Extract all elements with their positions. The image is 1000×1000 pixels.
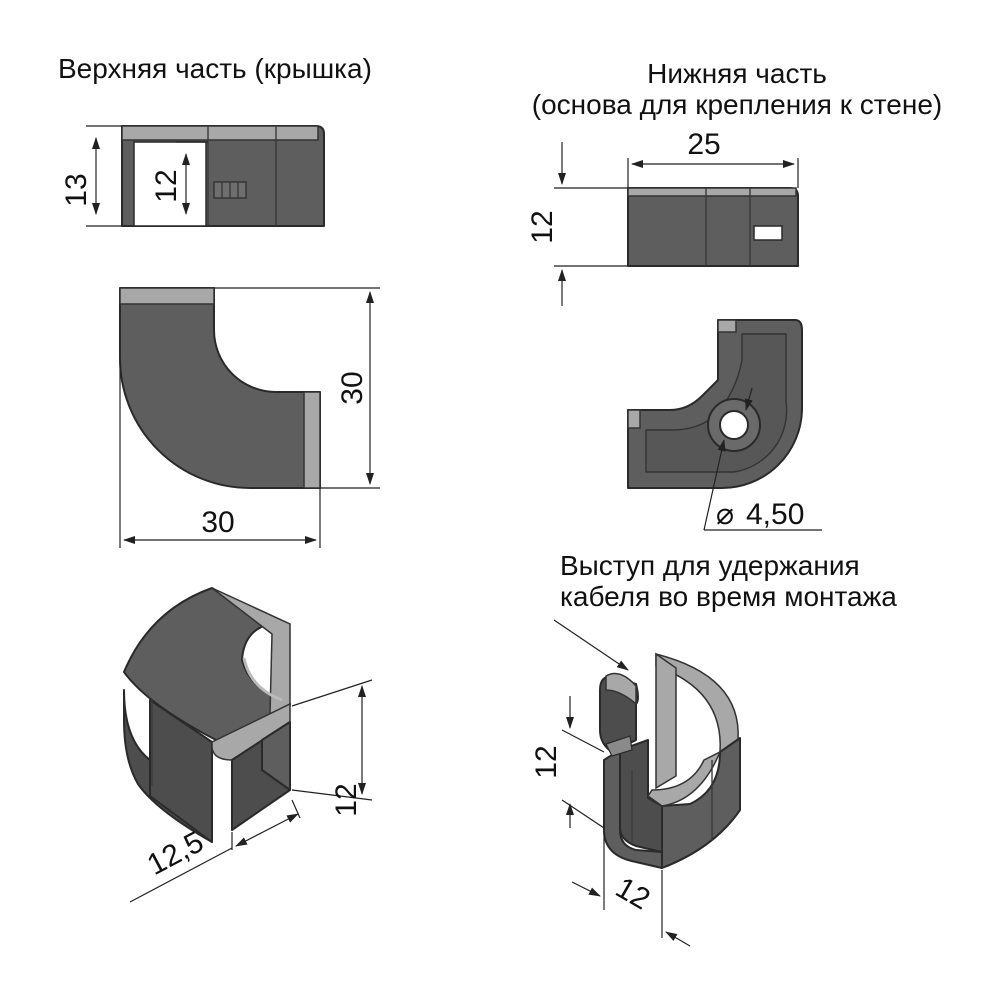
base-side-dimensions: 25 12 — [526, 128, 799, 306]
dim-cap-iso-height: 12 — [330, 783, 363, 816]
dim-cap-plan-width: 30 — [201, 506, 234, 539]
dim-base-iso-height: 12 — [530, 745, 563, 778]
cap-side-view — [121, 125, 325, 227]
cap-plan-dimensions: 30 30 — [119, 287, 380, 548]
dim-base-height: 12 — [526, 210, 559, 243]
cap-side-dimensions: 13 12 — [60, 125, 208, 227]
dim-base-iso-width: 12 — [610, 871, 655, 916]
cap-plan-view — [119, 287, 321, 489]
dim-cap-height-inner: 12 — [150, 169, 183, 202]
base-hole-dimension: ⌀ 4,50 — [703, 387, 822, 531]
callout-line1: Выступ для удержания — [560, 550, 860, 581]
dim-cap-plan-height: 30 — [336, 371, 369, 404]
dim-cap-height-outer: 13 — [60, 173, 93, 206]
base-isometric-view — [599, 652, 741, 869]
bottom-part-title-line2: (основа для крепления к стене) — [531, 89, 943, 120]
callout-line2: кабеля во время монтажа — [560, 581, 897, 612]
dim-base-hole-diameter: 4,50 — [746, 498, 804, 531]
dim-base-hole-diameter-symbol: ⌀ — [716, 498, 734, 531]
base-plan-view — [627, 319, 803, 489]
bottom-part-title: Нижняя часть (основа для крепления к сте… — [495, 58, 979, 120]
base-side-view — [627, 187, 799, 267]
top-part-title: Верхняя часть (крышка) — [58, 53, 372, 84]
cap-isometric-view — [123, 587, 291, 843]
cable-holder-callout: Выступ для удержания кабеля во время мон… — [560, 550, 897, 612]
bottom-part-title-line1: Нижняя часть — [647, 58, 827, 89]
dim-base-width: 25 — [687, 128, 720, 161]
